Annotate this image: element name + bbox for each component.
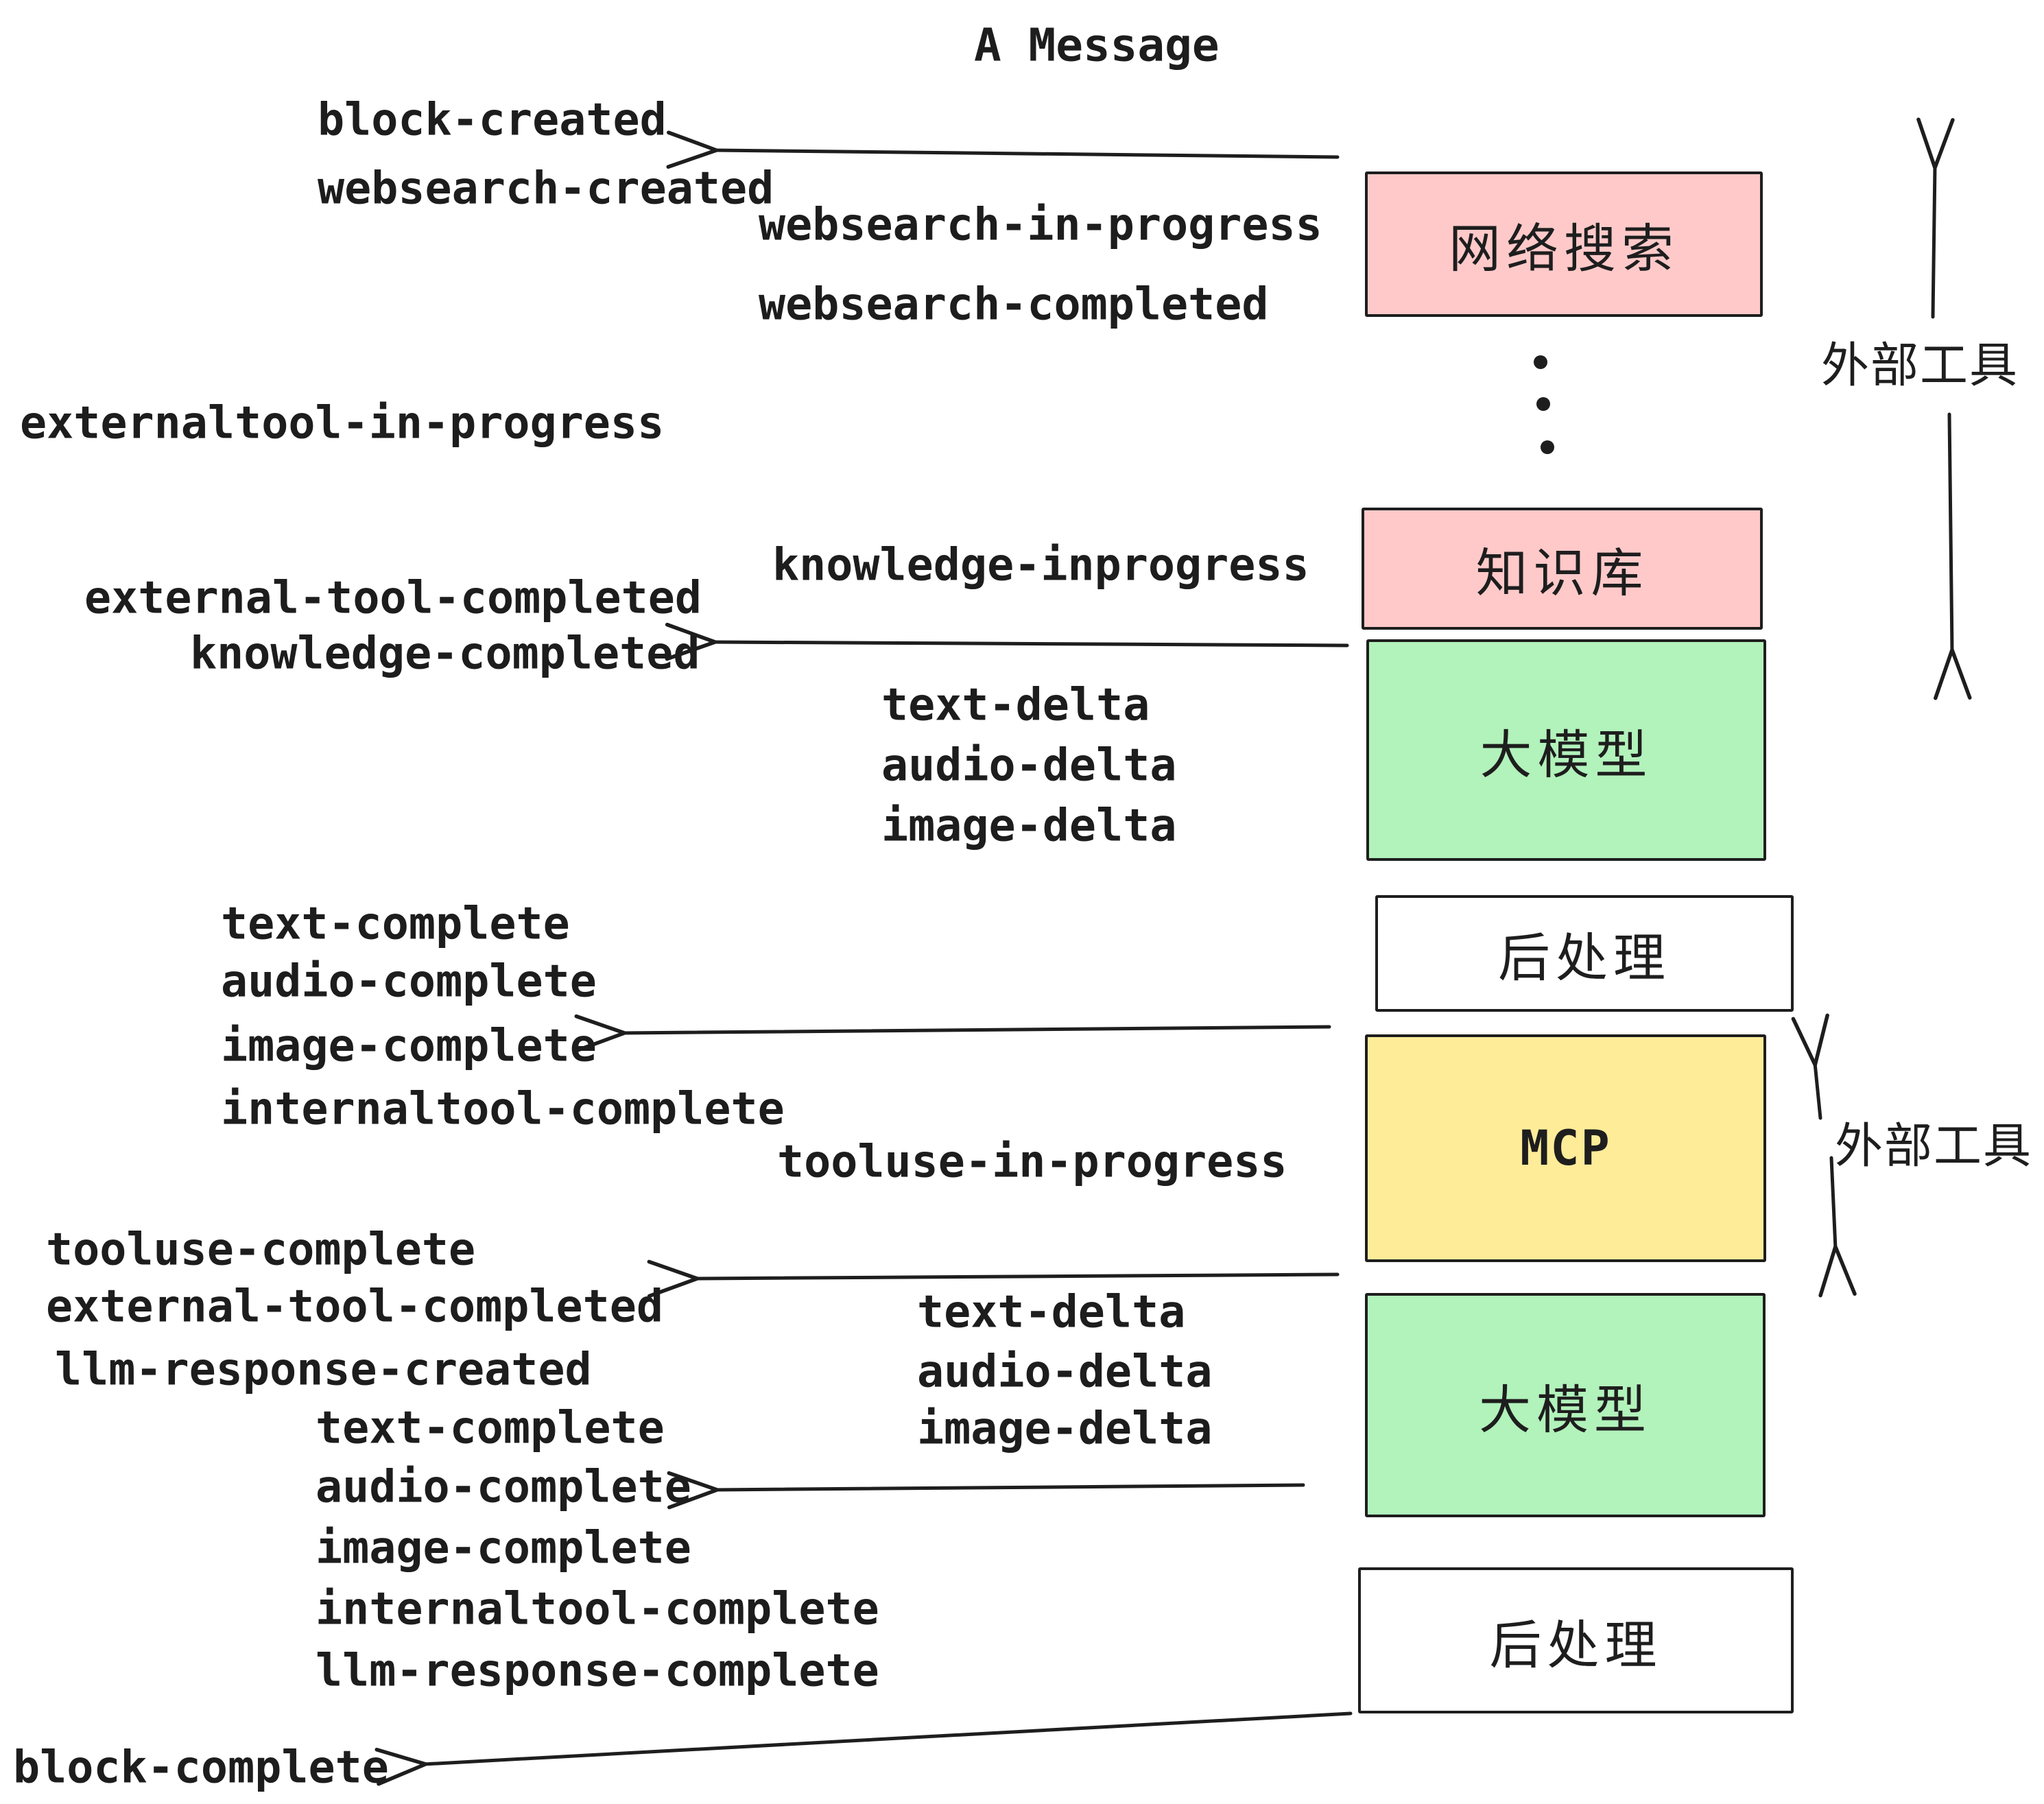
page-title: A Message: [974, 19, 1220, 72]
event-label-knowledge-inprogress: knowledge-inprogress: [772, 539, 1309, 591]
event-label-audio-delta-2: audio-delta: [917, 1346, 1213, 1398]
node-box-post-1: 后处理: [1375, 895, 1794, 1012]
ellipsis-dot-3: [1541, 440, 1554, 454]
node-box-post-2: 后处理: [1358, 1567, 1794, 1713]
event-label-knowledge-completed: knowledge-completed: [190, 628, 700, 680]
node-box-llm-2: 大模型: [1365, 1293, 1766, 1517]
event-label-llm-response-created: llm-response-created: [55, 1344, 592, 1396]
arrow-external-tools-arrow-down: [1934, 412, 1972, 700]
node-label-mcp: MCP: [1520, 1120, 1611, 1176]
event-label-block-complete: block-complete: [13, 1742, 389, 1794]
event-label-block-created: block-created: [318, 94, 667, 146]
event-label-audio-complete-1: audio-complete: [221, 956, 597, 1008]
event-label-tooluse-complete: tooluse-complete: [46, 1224, 476, 1276]
event-label-external-tool-completed-2: external-tool-completed: [46, 1281, 664, 1333]
event-label-audio-complete-2: audio-complete: [316, 1461, 691, 1513]
event-label-websearch-created: websearch-created: [318, 163, 774, 215]
arrow-external-tools-arrow-up: [1916, 117, 1955, 319]
node-label-post-2: 后处理: [1489, 1614, 1663, 1676]
event-label-text-complete-2: text-complete: [316, 1402, 665, 1454]
event-label-externaltool-in-progress: externaltool-in-progress: [20, 397, 665, 449]
event-label-internaltool-complete-1: internaltool-complete: [221, 1083, 785, 1135]
arrow-to-websearch-created: [666, 130, 1340, 169]
arrow-to-image-complete: [574, 1014, 1331, 1053]
event-label-text-delta-2: text-delta: [917, 1286, 1186, 1338]
arrow-to-knowledge-completed: [665, 622, 1349, 661]
event-label-image-delta-2: image-delta: [917, 1403, 1213, 1455]
event-label-internaltool-complete-2: internaltool-complete: [316, 1583, 879, 1635]
node-label-websearch: 网络搜索: [1449, 218, 1679, 279]
event-label-external-tool-completed-1: external-tool-completed: [84, 572, 702, 624]
ellipsis-dot-2: [1536, 397, 1550, 411]
event-label-text-complete-1: text-complete: [221, 898, 570, 950]
arrow-mcp-arrow-up: [1791, 1013, 1829, 1120]
node-label-knowledge: 知识库: [1475, 543, 1649, 604]
event-label-image-delta-1: image-delta: [881, 800, 1177, 852]
node-box-knowledge: 知识库: [1362, 508, 1763, 630]
event-label-text-delta-1: text-delta: [881, 679, 1150, 731]
side-label-external-tools-top: 外部工具: [1821, 337, 2019, 394]
node-box-llm-1: 大模型: [1366, 639, 1766, 861]
event-label-image-complete-2: image-complete: [316, 1522, 691, 1574]
event-label-audio-delta-1: audio-delta: [881, 739, 1177, 792]
side-label-external-tools-mcp: 外部工具: [1835, 1117, 2032, 1174]
event-label-image-complete-1: image-complete: [221, 1020, 597, 1072]
ellipsis-dot-1: [1534, 355, 1547, 369]
node-label-post-1: 后处理: [1498, 927, 1671, 988]
node-label-llm-2: 大模型: [1479, 1379, 1652, 1440]
event-label-tooluse-in-progress: tooluse-in-progress: [777, 1136, 1287, 1188]
node-box-websearch: 网络搜索: [1365, 171, 1763, 317]
arrow-to-audio-complete: [667, 1471, 1305, 1510]
event-label-llm-response-complete: llm-response-complete: [316, 1645, 879, 1697]
arrow-to-external-tool-completed: [647, 1259, 1340, 1298]
event-label-websearch-completed: websearch-completed: [759, 278, 1269, 331]
event-label-websearch-in-progress: websearch-in-progress: [759, 199, 1322, 251]
node-label-llm-1: 大模型: [1479, 724, 1653, 785]
node-box-mcp: MCP: [1365, 1034, 1766, 1262]
arrow-to-block-complete: [375, 1711, 1353, 1786]
